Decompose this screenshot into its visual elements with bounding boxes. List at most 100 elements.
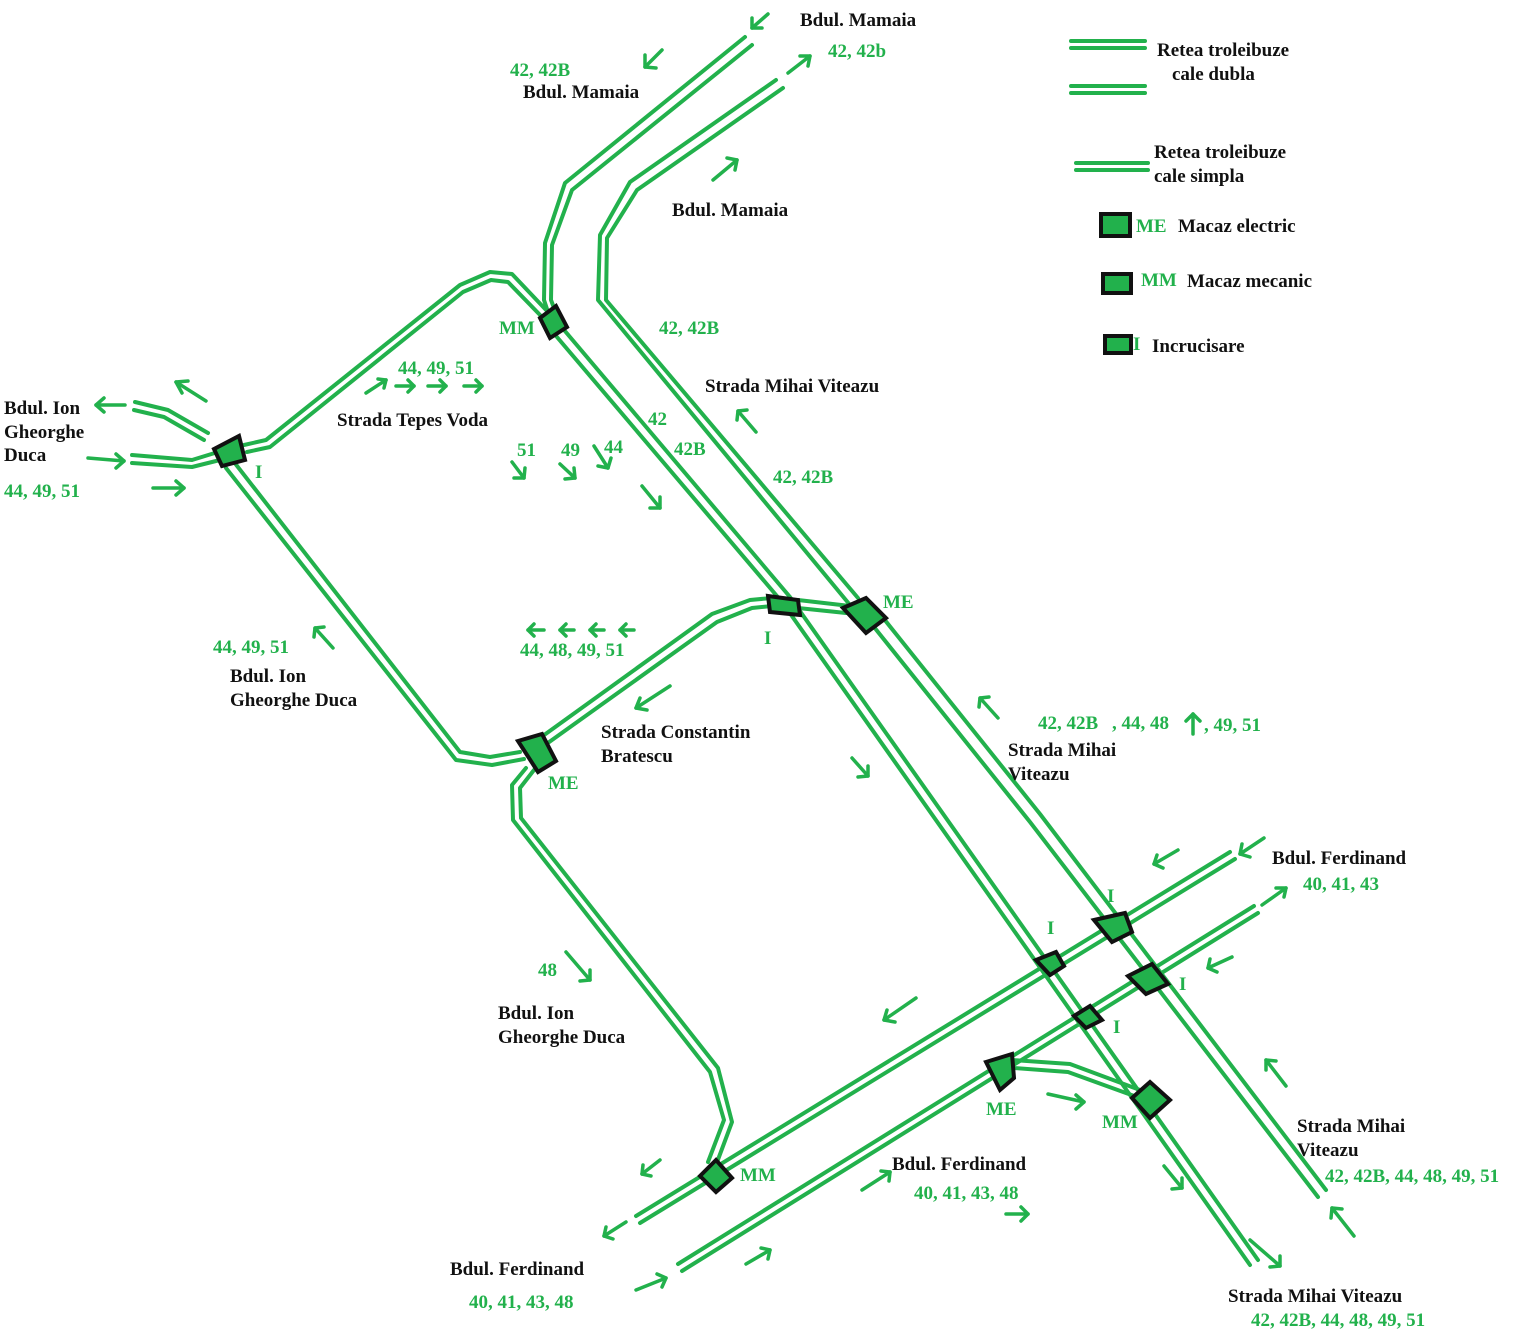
node-code-label: I: [1179, 974, 1186, 995]
arrow-icon: [1152, 848, 1180, 870]
route-label: 44, 49, 51: [213, 637, 289, 658]
route-label: 42, 42B: [510, 60, 571, 81]
street-label: Duca: [4, 445, 47, 466]
route-label: , 44, 48: [1112, 713, 1169, 734]
node-code-label: I: [255, 462, 262, 483]
legend-crossing-label: Incrucisare: [1152, 336, 1245, 357]
crossing-ferdinand-1-icon: [1090, 910, 1135, 945]
legend-double-line-label: Retea troleibuze: [1157, 40, 1289, 61]
arrow-icon: [735, 408, 758, 434]
street-label: Bdul. Ferdinand: [1272, 848, 1407, 869]
arrow-icon: [634, 1272, 668, 1292]
street-label: Bdul. Ferdinand: [892, 1154, 1027, 1175]
wire-mamaia-west-branch: [542, 35, 754, 320]
street-label: Bratescu: [601, 746, 673, 767]
network-nodes: [211, 302, 1173, 1195]
route-label: 42, 42B: [773, 467, 834, 488]
wire-bratescu: [538, 596, 852, 747]
legend-electric-label: Macaz electric: [1178, 216, 1296, 237]
arrow-icon: [786, 54, 812, 75]
node-code-label: I: [1113, 1017, 1120, 1038]
street-label: Strada Constantin: [601, 722, 751, 743]
mm-mamaia-switch-icon: [537, 302, 570, 341]
route-label: 40, 41, 43, 48: [469, 1292, 574, 1313]
street-label: Strada Mihai: [1008, 740, 1116, 761]
me-ferdinand-switch-icon: [983, 1051, 1017, 1094]
arrow-icon: [364, 377, 388, 395]
route-labels: 42, 42b 42, 42B 42, 42B 44, 49, 51 44, 4…: [4, 41, 1499, 1331]
arrow-icon: [640, 1158, 662, 1178]
street-labels: Bdul. Mamaia Bdul. Mamaia Bdul. Mamaia B…: [4, 10, 1407, 1307]
node-code-label: ME: [548, 773, 579, 794]
legend-mechanical-label: Macaz mecanic: [1187, 271, 1312, 292]
route-label: 42, 42b: [828, 41, 886, 62]
wire-ferdinand-north: [634, 850, 1237, 1225]
route-label: 42, 42B: [659, 318, 720, 339]
arrow-icon: [564, 950, 592, 983]
arrow-icon: [640, 484, 662, 510]
route-label: 40, 41, 43, 48: [914, 1183, 1019, 1204]
street-label: Bdul. Mamaia: [800, 10, 917, 31]
street-label: Strada Mihai Viteazu: [705, 376, 880, 397]
street-label: Strada Mihai Viteazu: [1228, 1286, 1403, 1307]
route-label: 44, 48, 49, 51: [520, 640, 625, 661]
route-label: 42: [648, 409, 667, 430]
legend-electric-switch-icon: [1099, 212, 1132, 238]
me-bratescu-switch-icon: [514, 731, 559, 775]
legend-single-line-icon: [1074, 161, 1150, 172]
street-label: Bdul. Ferdinand: [450, 1259, 585, 1280]
arrow-icon: [526, 622, 546, 638]
wire-ferdinand-south: [676, 904, 1260, 1273]
node-code-label: MM: [1102, 1112, 1138, 1133]
wire-network: [130, 35, 1328, 1273]
arrow-icon: [94, 396, 127, 414]
arrow-icon: [312, 625, 335, 650]
wire-duca-south: [510, 766, 734, 1167]
legend-single-line-label: cale simpla: [1154, 166, 1245, 187]
node-code-label: I: [1047, 918, 1054, 939]
arrow-icon: [151, 479, 186, 497]
legend-mechanical-code: MM: [1141, 270, 1177, 291]
legend-double-line-label: cale dubla: [1172, 64, 1255, 85]
arrow-icon: [602, 1220, 628, 1241]
direction-arrows: [86, 12, 1356, 1292]
route-label: 42, 42B, 44, 48, 49, 51: [1325, 1166, 1499, 1187]
legend-double-line-icon: [1069, 39, 1147, 95]
arrow-icon: [618, 622, 636, 638]
arrow-icon: [1004, 1205, 1030, 1223]
street-label: Bdul. Ion: [4, 398, 80, 419]
route-label: 42B: [674, 439, 706, 460]
route-label: 42, 42B: [1038, 713, 1099, 734]
legend: Retea troleibuze cale dubla Retea trolei…: [1069, 39, 1312, 357]
street-label: Strada Mihai: [1297, 1116, 1405, 1137]
arrow-icon: [750, 12, 770, 30]
node-code-label: ME: [986, 1099, 1017, 1120]
wire-mihai-east: [868, 612, 1328, 1199]
arrow-icon: [1206, 955, 1234, 974]
legend-crossing-icon: [1103, 334, 1133, 355]
mm-ferdinand-west-switch-icon: [697, 1157, 735, 1195]
arrow-icon: [558, 462, 577, 481]
arrow-icon: [1046, 1092, 1086, 1111]
crossing-bratescu-icon: [765, 593, 803, 618]
route-label: 49: [561, 440, 580, 461]
arrow-icon: [592, 444, 613, 470]
street-label: Gheorghe: [4, 422, 84, 443]
arrow-icon: [1162, 1164, 1184, 1191]
crossing-ferdinand-4-icon: [1070, 1003, 1106, 1031]
arrow-icon: [510, 460, 527, 480]
mm-ferdinand-east-switch-icon: [1129, 1079, 1173, 1121]
wire-duca-diagonal: [224, 460, 526, 767]
arrow-icon: [1264, 1058, 1288, 1088]
crossing-duca-west-icon: [211, 433, 248, 469]
arrow-icon: [462, 378, 484, 394]
street-label: Bdul. Ion: [230, 666, 306, 687]
street-label: Gheorghe Duca: [498, 1027, 626, 1048]
arrow-icon: [744, 1246, 772, 1266]
street-label: Viteazu: [1297, 1140, 1359, 1161]
arrow-icon: [1248, 1238, 1282, 1269]
arrow-icon: [1260, 886, 1288, 907]
arrow-icon: [86, 452, 126, 470]
route-label: 51: [517, 440, 536, 461]
